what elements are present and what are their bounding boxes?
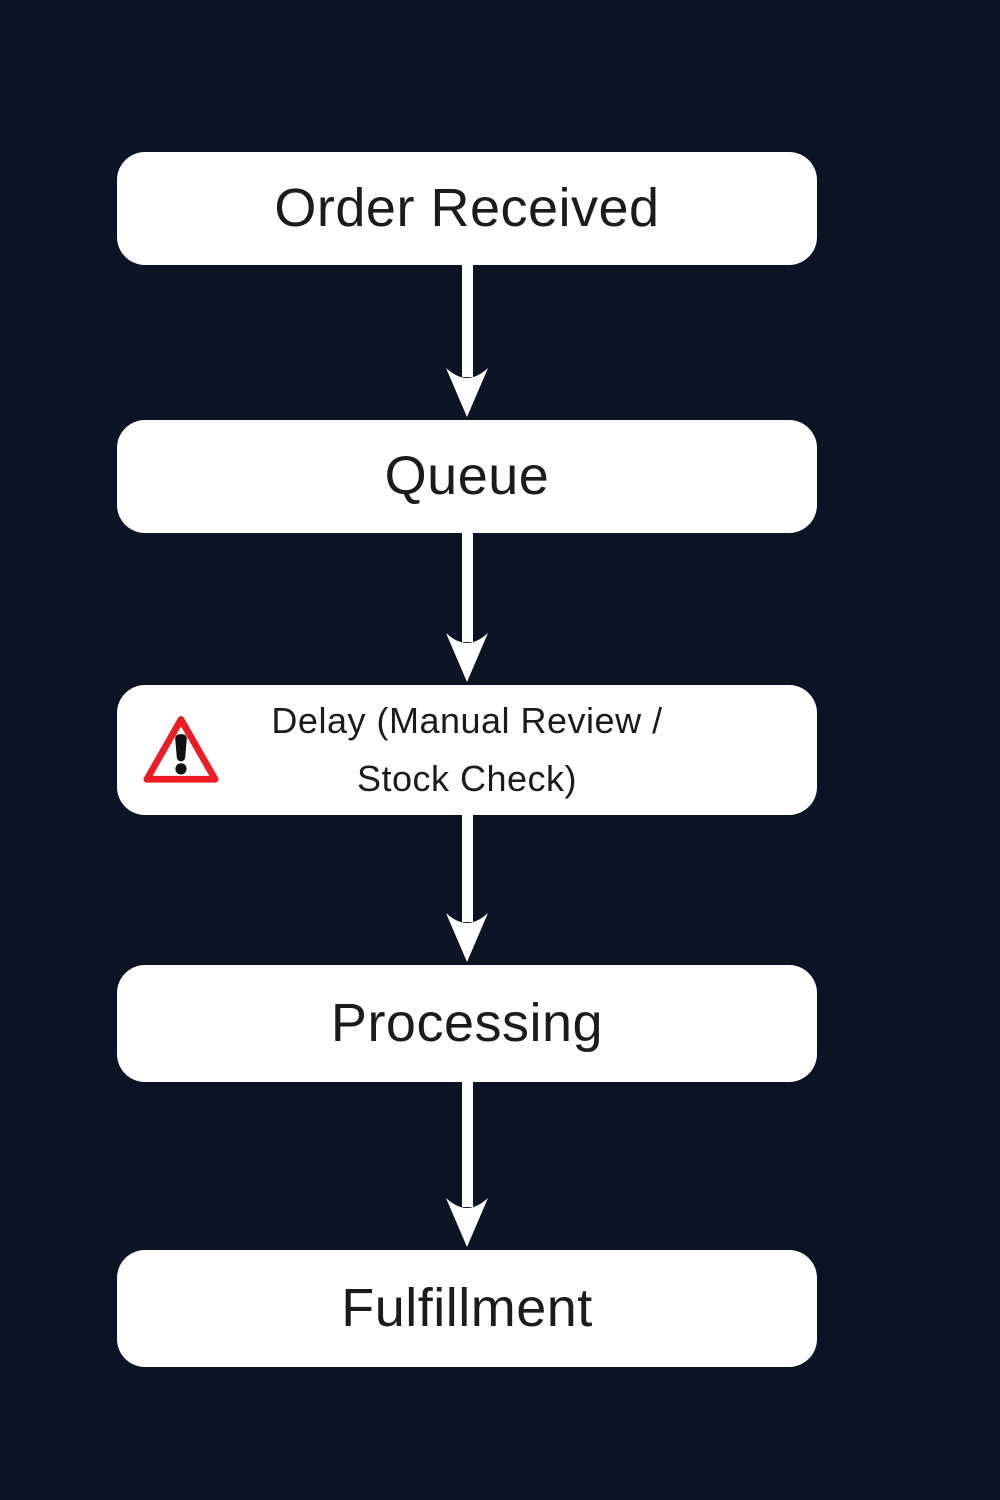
flow-node-label: Processing: [330, 993, 604, 1054]
flow-node-label: Queue: [384, 446, 550, 507]
flow-arrow-processing-to-fulfillment: [445, 1082, 489, 1248]
flow-node-fulfillment: Fulfillment: [117, 1250, 817, 1367]
flow-node-order-received: Order Received: [117, 152, 817, 265]
flow-node-label: Delay (Manual Review / Stock Check): [271, 699, 663, 799]
arrow-head-icon: [446, 1198, 488, 1247]
arrow-head-icon: [446, 633, 488, 682]
flow-node-label: Fulfillment: [341, 1278, 593, 1339]
flow-arrow-queue-to-delay: [445, 533, 489, 683]
flow-arrow-delay-to-processing: [445, 815, 489, 963]
flow-node-processing: Processing: [117, 965, 817, 1082]
arrow-head-icon: [446, 913, 488, 962]
flow-node-queue: Queue: [117, 420, 817, 533]
arrow-stem: [461, 533, 473, 642]
flow-arrow-order-to-queue: [445, 265, 489, 418]
warning-triangle-icon: [143, 716, 219, 783]
flow-node-delay: Delay (Manual Review / Stock Check): [117, 685, 817, 815]
flow-node-label: Order Received: [274, 178, 660, 239]
arrow-head-icon: [446, 368, 488, 417]
arrow-stem: [461, 265, 473, 377]
arrow-stem: [461, 815, 473, 922]
arrow-stem: [461, 1082, 473, 1207]
